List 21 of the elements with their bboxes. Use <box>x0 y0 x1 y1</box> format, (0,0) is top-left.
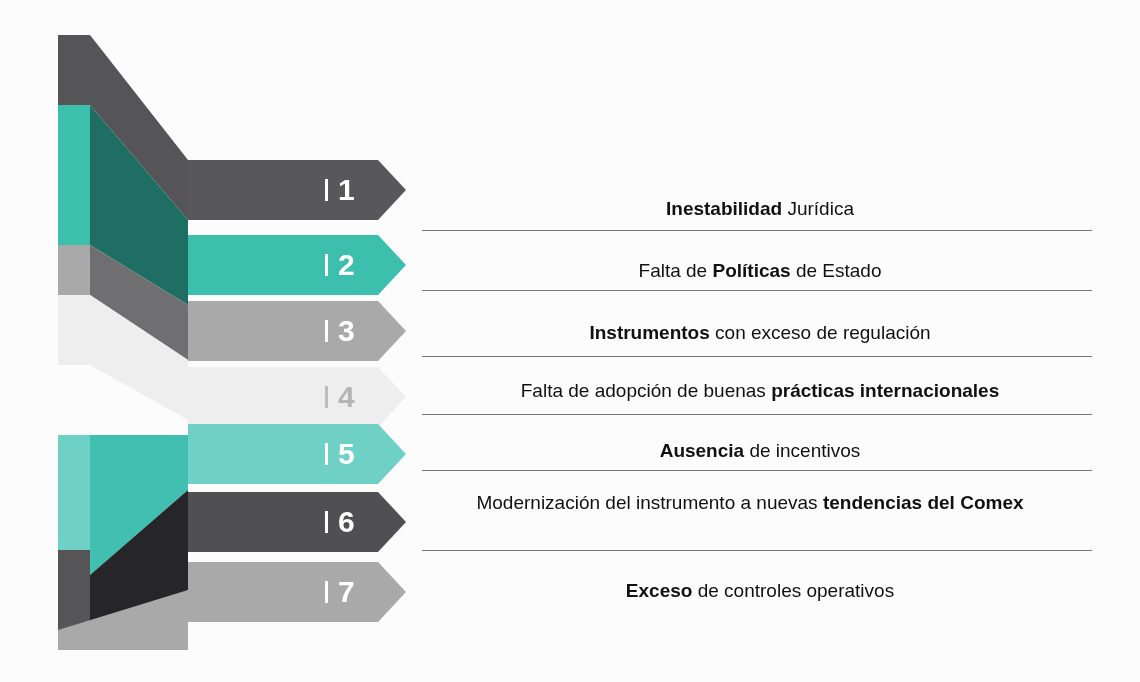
arrow-tab <box>188 235 406 295</box>
arrow-tab <box>188 562 406 622</box>
step-number: 3 <box>338 313 355 349</box>
arrow-tab <box>188 424 406 484</box>
item-description: Modernización del instrumento a nuevas tendencias del Comex <box>475 492 1025 514</box>
item-description: Falta de Políticas de Estado <box>637 260 883 282</box>
arrow-tab <box>188 367 406 427</box>
step-number: 1 <box>338 172 355 208</box>
item-description: Ausencia de incentivos <box>658 440 862 462</box>
step-number: 4 <box>338 379 355 415</box>
arrow-tab <box>188 492 406 552</box>
item-description: Falta de adopción de buenas prácticas internacionales <box>519 380 1001 402</box>
item-description: Exceso de controles operativos <box>624 580 896 602</box>
step-number: 2 <box>338 247 355 283</box>
arrow-tab <box>188 160 406 220</box>
step-number: 5 <box>338 436 355 472</box>
item-description: Inestabilidad Jurídica <box>665 198 855 220</box>
step-number: 6 <box>338 504 355 540</box>
arrow-tab <box>188 301 406 361</box>
item-description: Instrumentos con exceso de regulación <box>588 322 932 344</box>
step-number: 7 <box>338 574 355 610</box>
